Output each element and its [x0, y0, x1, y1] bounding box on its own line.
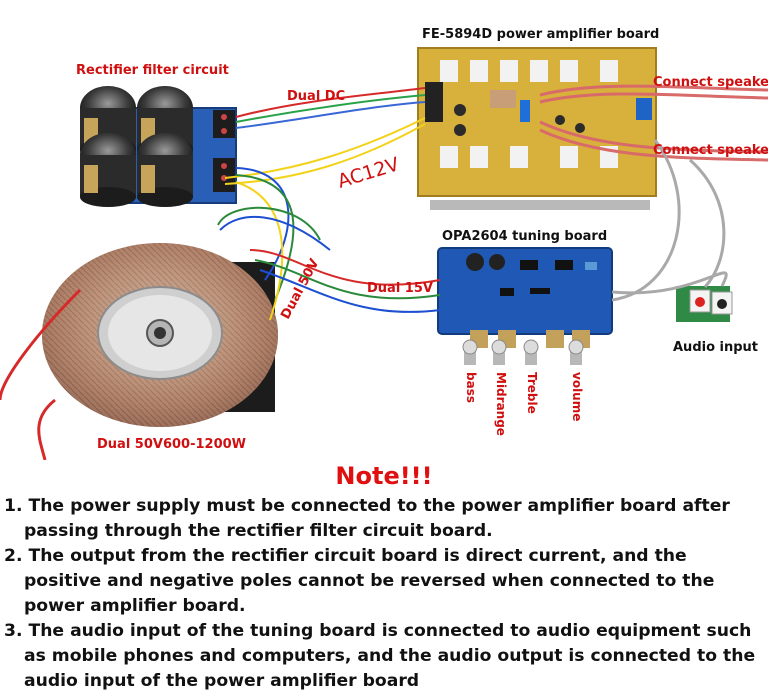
speakers-label-2: Connect speakers	[653, 143, 768, 158]
ac12v-label: AC12V	[335, 153, 402, 192]
tuning-board-label: OPA2604 tuning board	[442, 229, 607, 244]
wires	[0, 84, 768, 460]
power-amplifier-board	[417, 47, 657, 210]
capacitor-icon	[137, 133, 193, 207]
knob-icon	[462, 339, 478, 365]
note-item: 1. The power supply must be connected to…	[4, 496, 730, 541]
rectifier-label: Rectifier filter circuit	[76, 63, 229, 78]
rectifier-filter-board	[80, 86, 237, 207]
dual-15v-label: Dual 15V	[367, 281, 433, 296]
dual-dc-label: Dual DC	[287, 89, 345, 104]
speakers-label-1: Connect speakers	[653, 75, 768, 90]
dual-50v-label: Dual 50V	[278, 257, 322, 322]
bass-label: bass	[464, 372, 478, 403]
amp-board-label: FE-5894D power amplifier board	[422, 27, 659, 42]
toroidal-transformer	[42, 243, 278, 427]
capacitor-icon	[80, 133, 136, 207]
volume-label: volume	[570, 372, 584, 421]
midrange-label: Midrange	[494, 372, 508, 436]
note-item: 2. The output from the rectifier circuit…	[4, 546, 715, 616]
knob-icon	[523, 339, 539, 365]
wiring-diagram: Rectifier filter circuit Dual DC FE-5894…	[0, 27, 768, 460]
audio-input-jack	[676, 286, 733, 322]
note-title: Note!!!	[335, 462, 433, 490]
note-item: 3. The audio input of the tuning board i…	[4, 621, 756, 691]
knob-icon	[491, 339, 507, 365]
knob-icon	[568, 339, 584, 365]
transformer-label: Dual 50V600-1200W	[97, 437, 246, 452]
tuning-board	[437, 247, 613, 365]
note-list: 1. The power supply must be connected to…	[4, 494, 766, 694]
audio-input-label: Audio input	[673, 340, 758, 355]
treble-label: Treble	[525, 372, 539, 414]
